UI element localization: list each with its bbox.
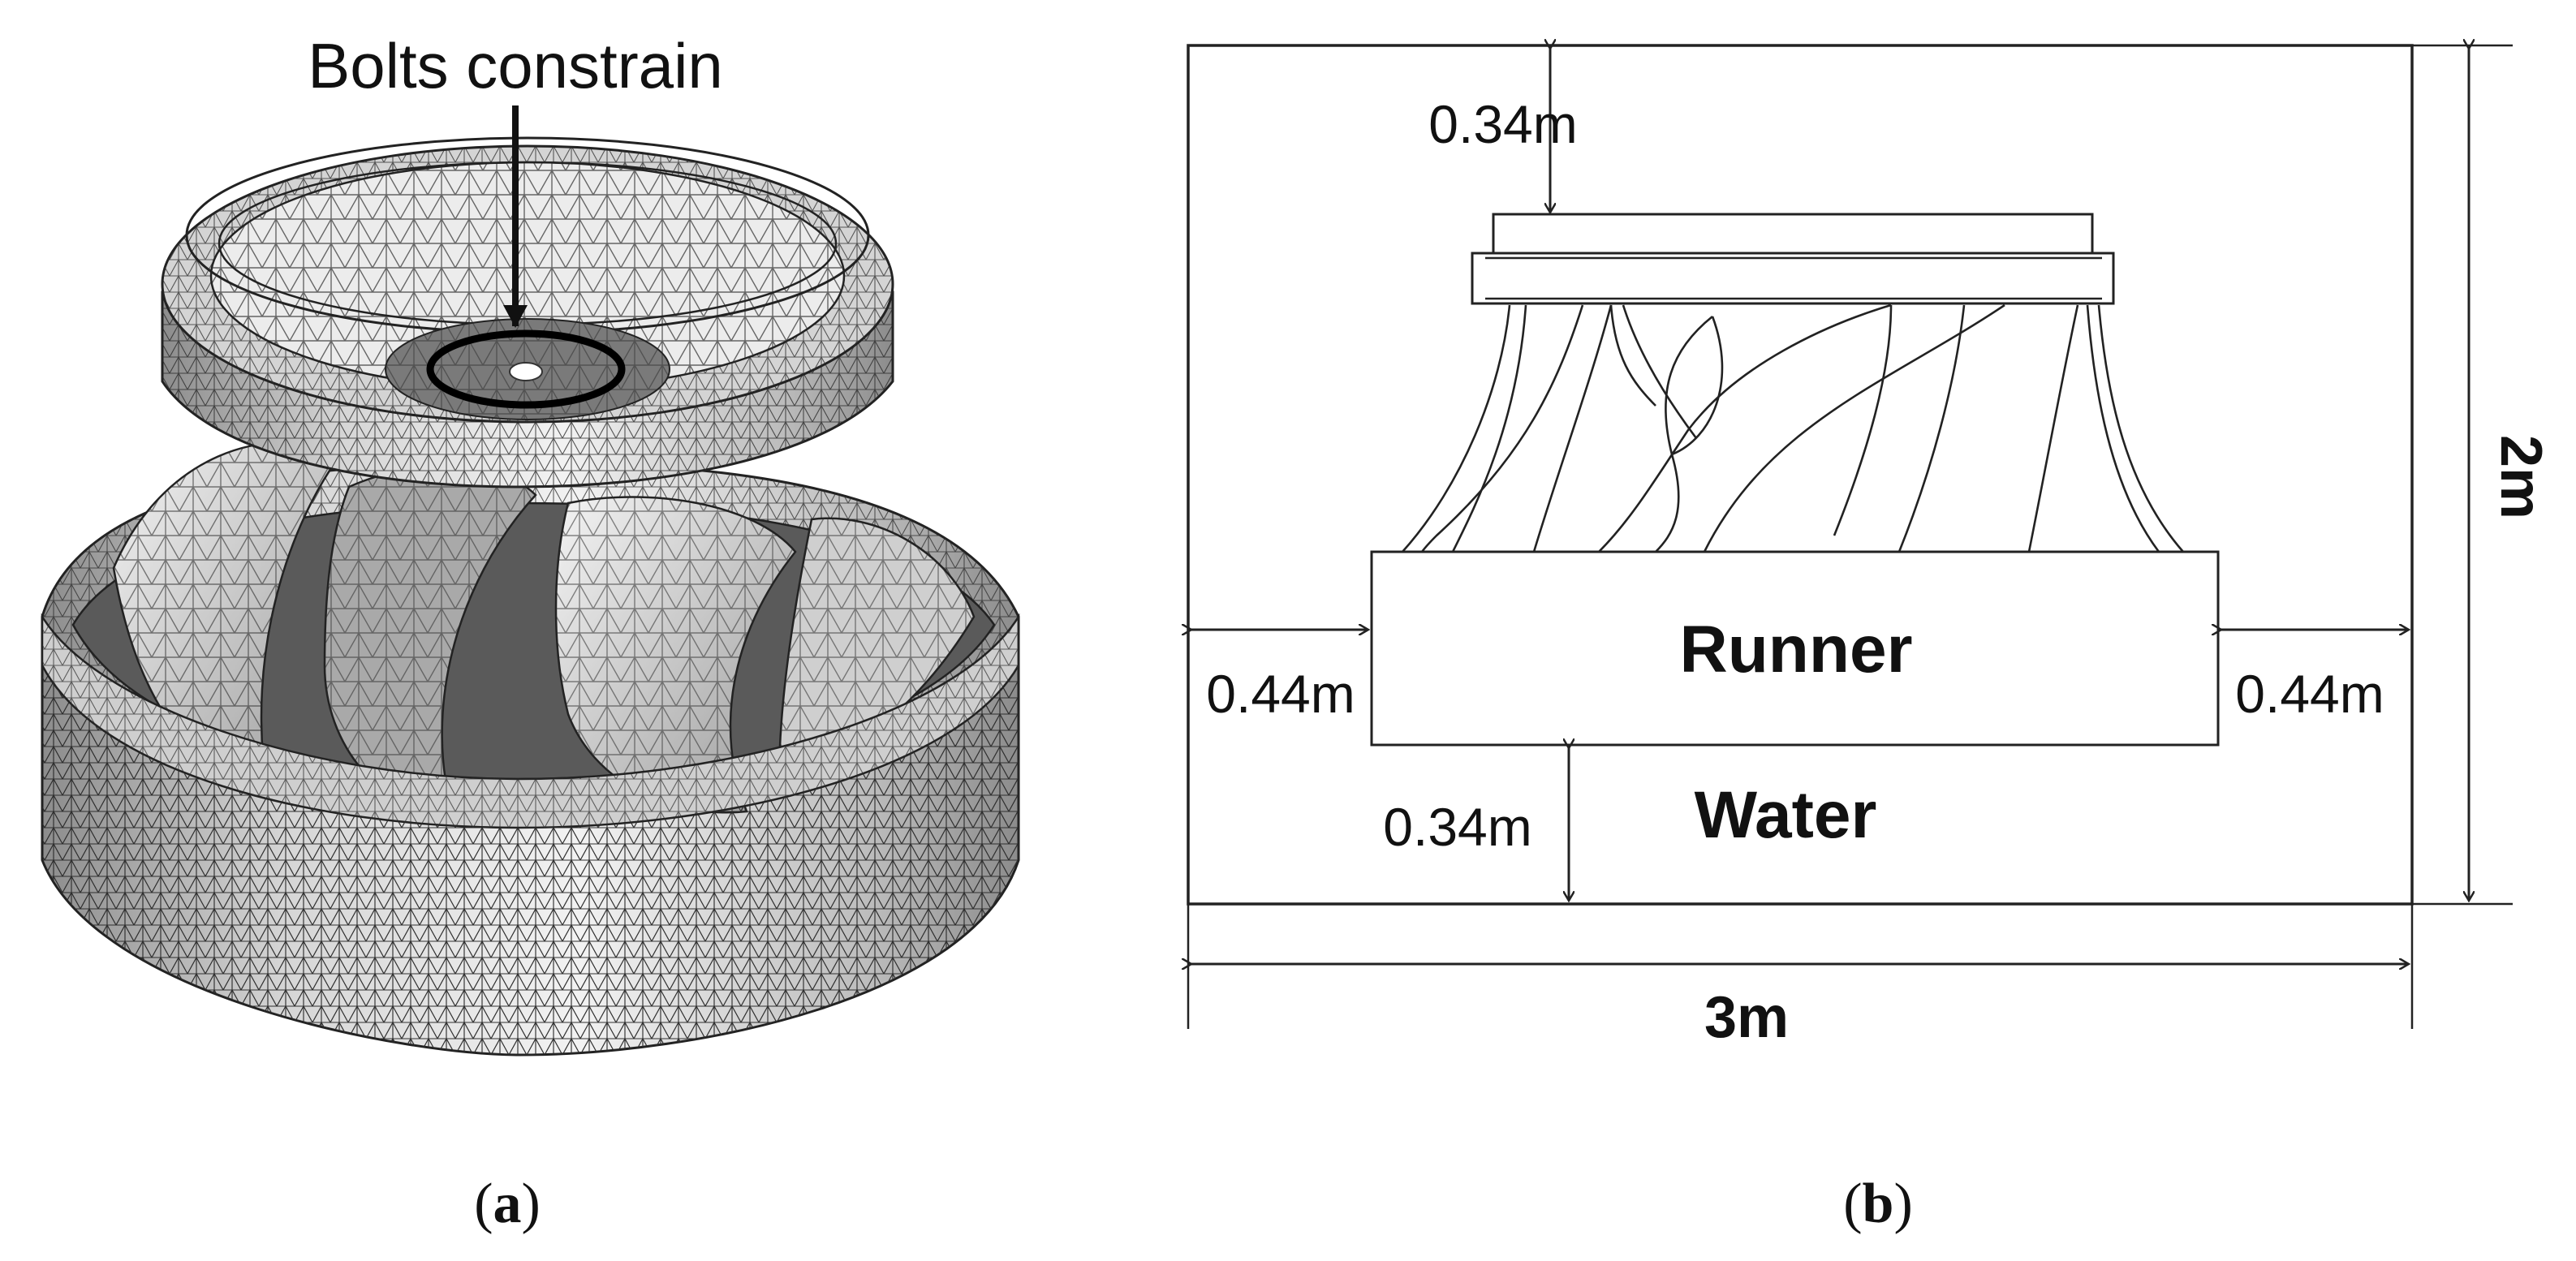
annotation-bolts-constrain: Bolts constrain bbox=[308, 30, 723, 101]
crown-inner-bowl-mesh bbox=[211, 162, 844, 389]
dim-height-label: 2m bbox=[2488, 435, 2553, 519]
dim-top-gap-label: 0.34m bbox=[1428, 94, 1577, 154]
blade-outline-9 bbox=[1598, 303, 1892, 553]
water-domain-boundary bbox=[1187, 44, 2414, 906]
runner-blade-3-mesh bbox=[556, 497, 795, 813]
blade-outline-10 bbox=[1833, 304, 1893, 536]
panel-b-domain: Runner Water 0.34m 0.34m 0.44m 0.44m 2m … bbox=[1188, 45, 2553, 1050]
blade-outline-14 bbox=[2086, 304, 2160, 553]
blade-outline-7 bbox=[1655, 315, 1713, 553]
band-front-lip-mesh bbox=[42, 617, 1019, 828]
runner-shaft-cap bbox=[1492, 213, 2094, 255]
runner-blades-side-view bbox=[1402, 303, 2184, 553]
runner-label: Runner bbox=[1680, 613, 1913, 686]
runner-crown-plate bbox=[1471, 252, 2115, 305]
svg-text:(b): (b) bbox=[1843, 1173, 1913, 1235]
blade-outline-4 bbox=[1609, 304, 1656, 407]
blade-outline-8 bbox=[1671, 316, 1724, 456]
blade-outline-6 bbox=[1622, 304, 1698, 439]
runner-blade-1-mesh bbox=[114, 442, 341, 795]
runner-blade-4-mesh bbox=[779, 518, 974, 779]
blade-outline-12 bbox=[1703, 303, 2005, 553]
blade-outline-2 bbox=[1451, 304, 1527, 553]
svg-text:(a): (a) bbox=[474, 1173, 541, 1235]
blade-outline-5 bbox=[1532, 304, 1613, 553]
blade-outline-3 bbox=[1420, 304, 1584, 553]
caption-a: (a) bbox=[474, 1173, 541, 1235]
blade-outline-11 bbox=[1898, 304, 1966, 553]
blade-outline-1 bbox=[1402, 304, 1511, 553]
dim-width-label: 3m bbox=[1704, 985, 1789, 1050]
caption-a-letter: a bbox=[493, 1173, 522, 1235]
hub-center-hole bbox=[509, 362, 543, 381]
blade-outline-13 bbox=[2027, 304, 2079, 553]
dim-right-gap-label: 0.44m bbox=[2235, 664, 2384, 724]
dim-left-gap-label: 0.44m bbox=[1206, 664, 1355, 724]
blade-outline-15 bbox=[2097, 304, 2184, 553]
dim-bottom-gap-label: 0.34m bbox=[1383, 797, 1531, 857]
bolt-constraint-circle bbox=[426, 329, 626, 409]
runner-blade-2-mesh bbox=[325, 466, 536, 820]
caption-b: (b) bbox=[1843, 1173, 1913, 1235]
band-front-face-mesh bbox=[42, 665, 1019, 1055]
runner-band-box bbox=[1370, 550, 2220, 747]
water-label: Water bbox=[1695, 778, 1877, 852]
caption-b-letter: b bbox=[1863, 1173, 1894, 1235]
panel-a-runner-mesh: Bolts constrain bbox=[41, 30, 1020, 1057]
